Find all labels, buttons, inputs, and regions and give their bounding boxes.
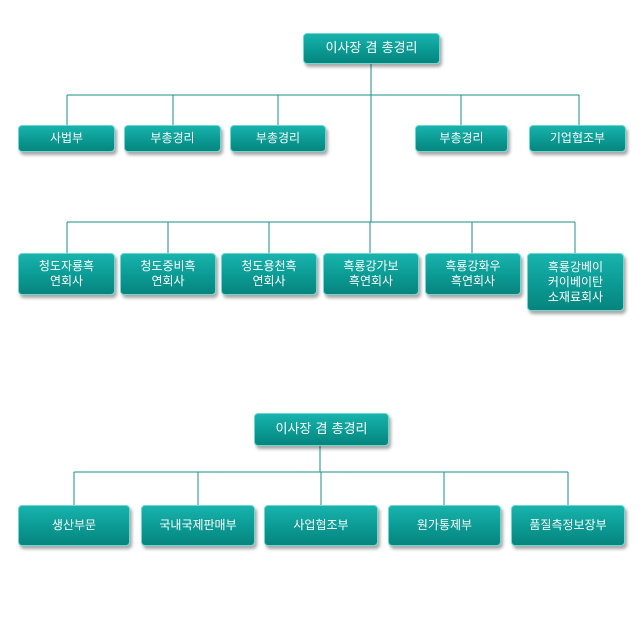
node-label: 부총경리 <box>150 131 195 145</box>
org2-dept-production: 생산부문 <box>18 505 130 546</box>
node-label: 기업협조부 <box>549 131 606 145</box>
org2-dept-sales: 국내국제판매부 <box>141 505 255 546</box>
org-company-3: 청도용천흑 연회사 <box>221 253 317 295</box>
node-label: 청도중비흑 <box>140 259 196 273</box>
node-label: 부총경리 <box>439 131 484 145</box>
node-label: 품질측정보장부 <box>529 518 607 532</box>
org-company-2: 청도중비흑 연회사 <box>120 253 216 295</box>
org-dept-vice-gm-3: 부총경리 <box>415 125 508 152</box>
org-root-chairman: 이사장 겸 총경리 <box>303 33 440 64</box>
node-label: 소재료회사 <box>547 289 604 304</box>
node-label: 국내국제판매부 <box>159 518 237 532</box>
org-dept-vice-gm-2: 부총경리 <box>230 125 326 152</box>
org-company-5: 흑룡강화우 흑연회사 <box>425 253 521 295</box>
org-company-6: 흑룡강베이 커이베이탄 소재료회사 <box>527 253 624 311</box>
node-label: 청도용천흑 <box>241 259 297 273</box>
org-company-4: 흑룡강가보 흑연회사 <box>323 253 419 295</box>
org-dept-corporate-coordination: 기업협조부 <box>529 125 626 152</box>
org2-dept-quality-assurance: 품질측정보장부 <box>511 505 625 546</box>
org2-dept-business-coordination: 사업협조부 <box>264 505 378 546</box>
node-label: 원가통제부 <box>416 518 473 532</box>
node-label: 커이베이탄 <box>547 274 604 289</box>
org2-dept-cost-control: 원가통제부 <box>388 505 501 546</box>
node-label: 연회사 <box>49 274 84 288</box>
node-label: 흑연회사 <box>348 274 394 288</box>
org-company-1: 청도자룡흑 연회사 <box>18 253 115 295</box>
node-label: 청도자룡흑 <box>38 259 95 273</box>
node-label: 흑룡강가보 <box>343 259 399 273</box>
node-label: 흑연회사 <box>450 274 496 288</box>
node-label: 사법부 <box>49 131 84 145</box>
node-label: 생산부문 <box>51 518 97 532</box>
org-dept-legal: 사법부 <box>18 125 115 152</box>
node-label: 흑룡강베이 <box>547 259 604 274</box>
org2-root-chairman: 이사장 겸 총경리 <box>254 413 389 446</box>
node-label: 부총경리 <box>255 131 301 145</box>
node-label: 이사장 겸 총경리 <box>325 41 418 56</box>
node-label: 사업협조부 <box>293 518 349 532</box>
node-label: 연회사 <box>151 274 185 288</box>
node-label: 흑룡강화우 <box>445 259 501 273</box>
node-label: 연회사 <box>252 274 286 288</box>
org-dept-vice-gm-1: 부총경리 <box>124 125 221 152</box>
node-label: 이사장 겸 총경리 <box>275 422 368 437</box>
